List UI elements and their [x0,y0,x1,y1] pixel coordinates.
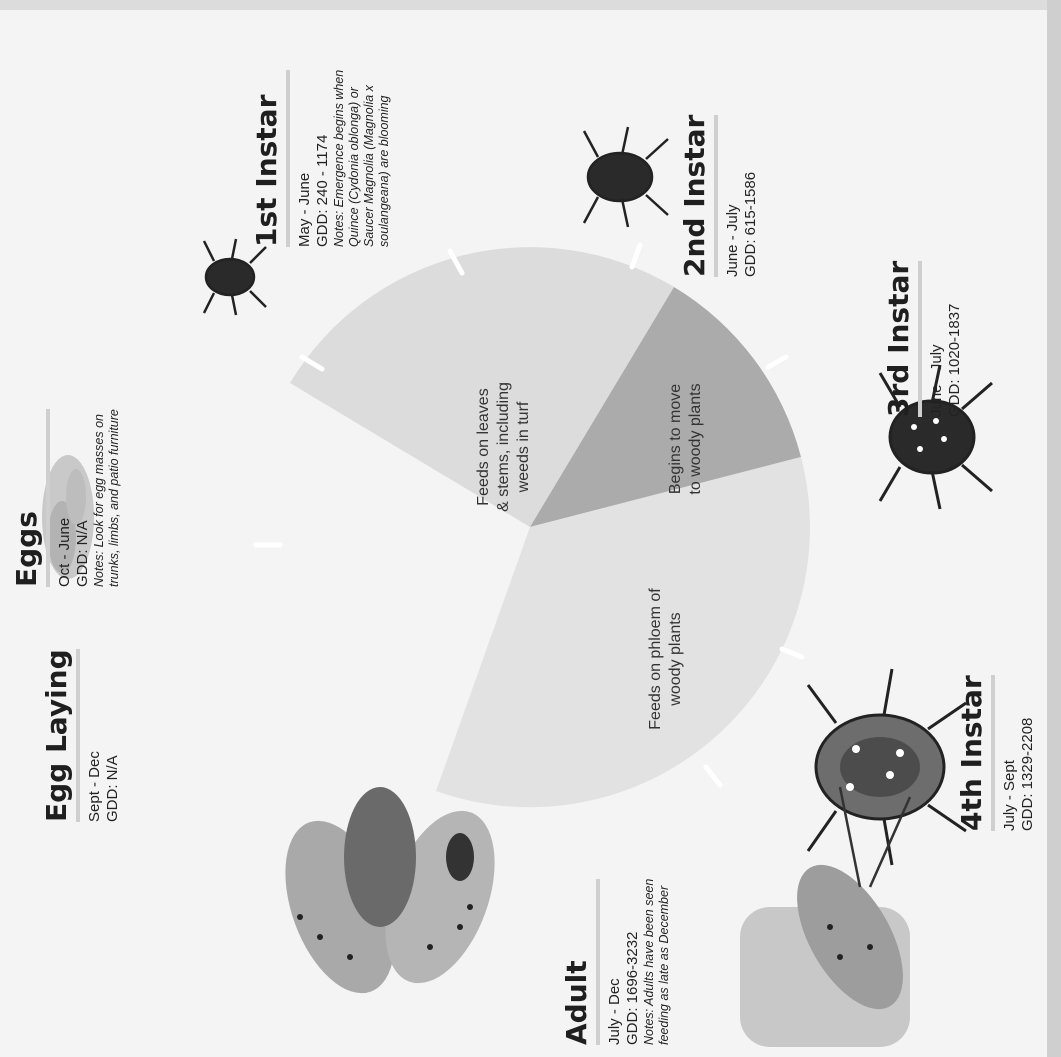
stage-first-instar: 1st Instar May - June GDD: 240 - 1174 No… [250,70,392,247]
stage-third-instar-gdd: GDD: 1020-1837 [946,261,964,417]
stage-fourth-instar: 4th Instar July - Sept GDD: 1329-2208 [955,675,1037,831]
stage-second-instar-title: 2nd Instar [678,115,718,277]
stage-adult-months: July - Dec [606,879,624,1045]
stage-third-instar-title: 3rd Instar [882,261,922,417]
stage-eggs-note-1: Notes: Look for egg masses on [92,409,107,587]
stage-adult-note-1: Notes: Adults have been seen [642,879,657,1045]
stage-first-instar-title: 1st Instar [250,70,290,247]
stage-fourth-instar-months: July - Sept [1001,675,1019,831]
stage-eggs-title: Eggs [10,409,50,587]
label-move-2: to woody plants [687,383,704,494]
label-phloem-1: Feeds on phloem of [647,588,664,730]
stage-second-instar-gdd: GDD: 615-1586 [742,115,760,277]
stage-egg-laying-gdd: GDD: N/A [104,649,122,822]
stage-first-instar-gdd: GDD: 240 - 1174 [314,70,332,247]
label-phloem-2: woody plants [667,612,684,706]
lifecycle-pie: Feeds on leaves & stems, including weeds… [256,245,810,807]
stage-adult-title: Adult [560,879,600,1045]
stage-egg-laying-months: Sept - Dec [86,649,104,822]
stage-eggs-months: Oct - June [56,409,74,587]
label-leaves-2: & stems, including [495,382,512,512]
stage-second-instar: 2nd Instar June - July GDD: 615-1586 [678,115,760,277]
stage-adult-note-2: feeding as late as December [657,879,672,1045]
pie-sector-phloem [436,457,810,807]
stage-third-instar-months: June - July [928,261,946,417]
stage-first-instar-note-1: Notes: Emergence begins when [332,70,347,247]
stage-fourth-instar-title: 4th Instar [955,675,995,831]
label-leaves-3: weeds in turf [515,401,532,493]
stage-second-instar-months: June - July [724,115,742,277]
label-move-1: Begins to move [667,384,684,494]
stage-adult-gdd: GDD: 1696-3232 [624,879,642,1045]
stage-egg-laying: Egg Laying Sept - Dec GDD: N/A [40,649,122,822]
stage-eggs-note-2: trunks, limbs, and patio furniture [107,409,122,587]
adult-lanternfly-illustration [264,787,516,1008]
stage-first-instar-note-4: soulangeana) are blooming [377,70,392,247]
stage-eggs-gdd: GDD: N/A [74,409,92,587]
stage-eggs: Eggs Oct - June GDD: N/A Notes: Look for… [10,409,122,587]
stage-fourth-instar-gdd: GDD: 1329-2208 [1019,675,1037,831]
stage-first-instar-months: May - June [296,70,314,247]
stage-egg-laying-title: Egg Laying [40,649,80,822]
stage-first-instar-note-2: Quince (Cydonia oblonga) or [347,70,362,247]
stage-adult: Adult July - Dec GDD: 1696-3232 Notes: A… [560,879,672,1045]
second-instar-nymph-illustration [584,127,668,227]
first-instar-nymph-illustration [204,239,266,315]
fourth-instar-nymph-illustration [808,669,966,865]
stage-first-instar-note-3: Saucer Magnolia (Magnolia x [362,70,377,247]
label-leaves-1: Feeds on leaves [475,388,492,505]
stage-third-instar: 3rd Instar June - July GDD: 1020-1837 [882,261,964,417]
egg-laying-illustration [740,787,925,1047]
